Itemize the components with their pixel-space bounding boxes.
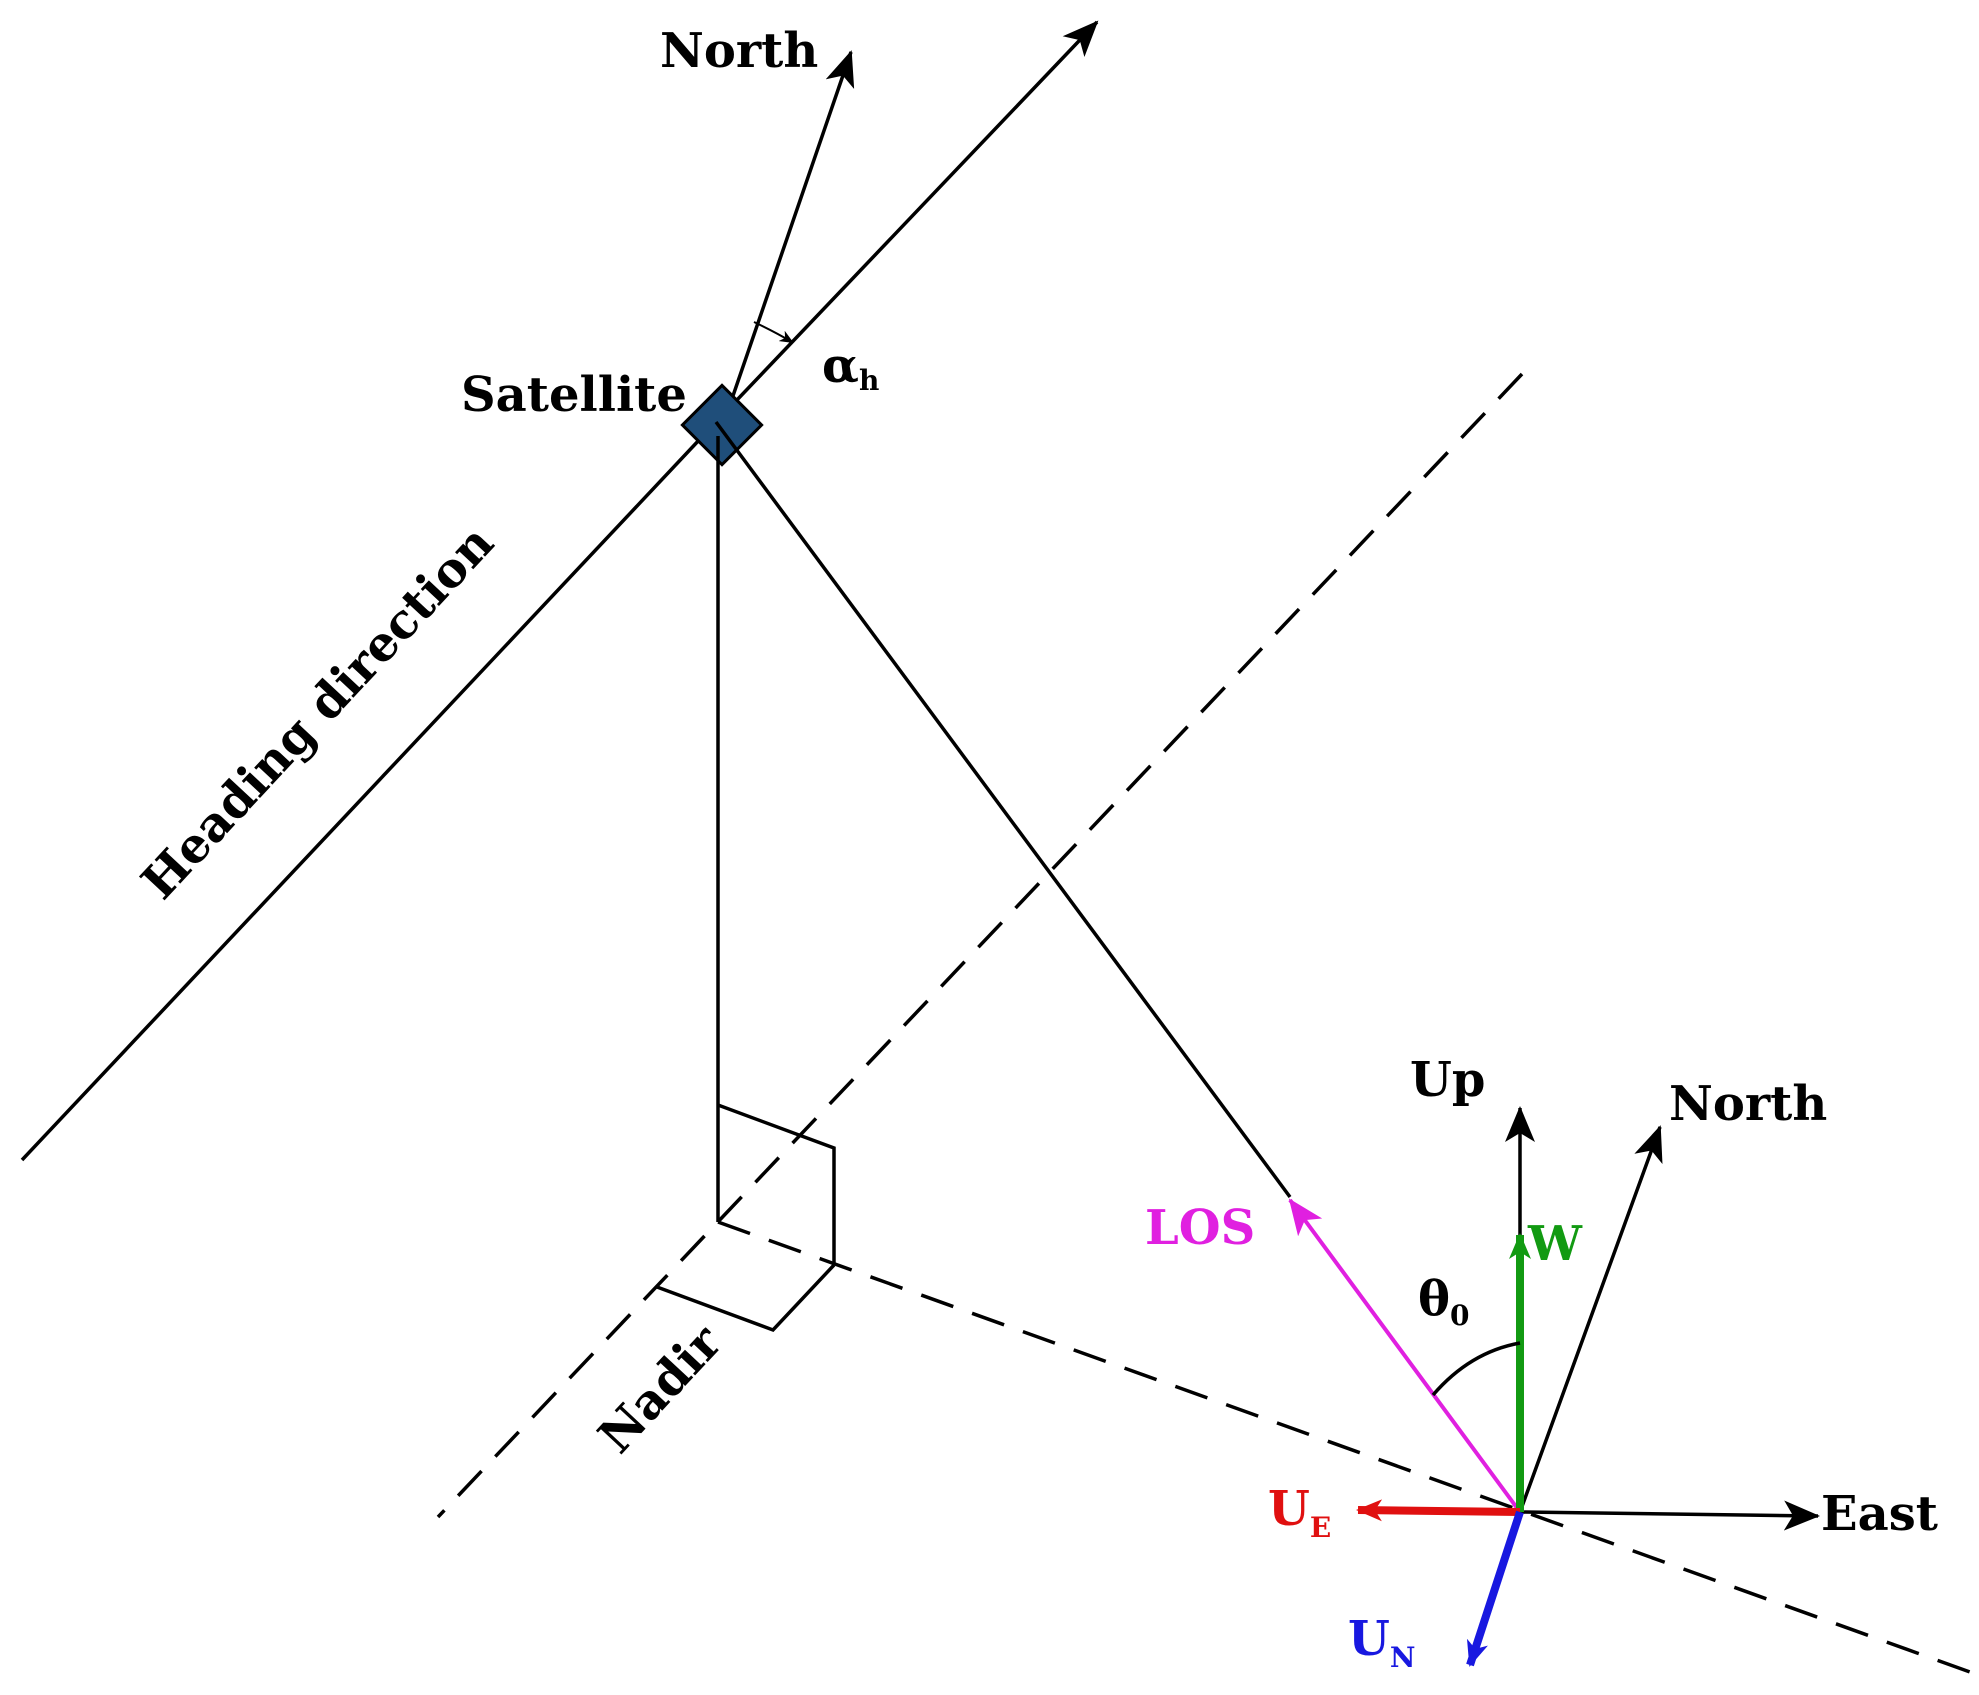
east-label: East <box>1821 1486 1938 1542</box>
satellite-icon <box>680 383 764 467</box>
heading-direction-label: Heading direction <box>131 515 505 910</box>
up-label: Up <box>1410 1052 1485 1108</box>
heading-direction-line <box>20 420 718 1162</box>
ue-vector <box>1356 1499 1521 1522</box>
un-label: UN <box>1348 1611 1415 1674</box>
w-label: W <box>1527 1216 1583 1272</box>
ground-range-dashed-line <box>717 1220 1971 1674</box>
theta-angle-arc <box>1431 1341 1521 1397</box>
ground-track-dashed-line <box>436 372 1524 1519</box>
north-axis-bottom <box>1518 1125 1663 1513</box>
east-axis <box>1519 1500 1820 1531</box>
theta-0-label: θ0 <box>1418 1271 1470 1332</box>
right-angle-marker-vertical <box>717 1103 836 1265</box>
satellite-label: Satellite <box>461 367 687 423</box>
alpha-angle-arc <box>753 321 794 344</box>
alpha-h-label: αh <box>822 338 879 397</box>
north-axis-top <box>722 50 855 423</box>
ue-label: UE <box>1268 1481 1331 1544</box>
north-label-bottom: North <box>1669 1076 1827 1132</box>
satellite-to-target-line <box>714 420 1292 1199</box>
los-label: LOS <box>1145 1200 1255 1256</box>
right-angle-marker-ground <box>656 1263 836 1333</box>
north-label-top: North <box>660 23 818 79</box>
un-vector <box>1466 1510 1524 1667</box>
heading-arrow <box>714 20 1099 424</box>
los-vector <box>1288 1198 1522 1514</box>
